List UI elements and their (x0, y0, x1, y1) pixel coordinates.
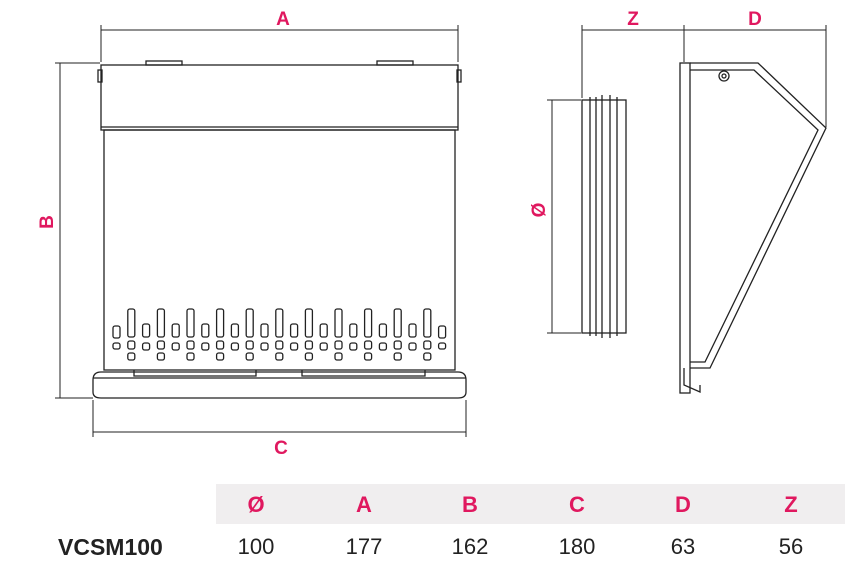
vent-slot (215, 340, 225, 350)
vent-slots (112, 308, 447, 361)
dim-label-z: Z (627, 9, 639, 30)
vent-slot (363, 308, 373, 338)
vent-slot (171, 323, 180, 338)
vent-slot (245, 308, 254, 338)
dim-label-c: C (274, 438, 288, 459)
dim-label-diameter: Ø (529, 203, 550, 218)
vent-slot (393, 340, 402, 350)
vent-slot (378, 323, 388, 338)
vent-slot (393, 352, 402, 361)
vent-slot (304, 352, 314, 361)
vent-slot (112, 342, 121, 350)
vent-slot (349, 342, 358, 351)
vent-slot (127, 340, 136, 350)
side-view (581, 62, 827, 394)
vent-slot (215, 352, 225, 361)
vent-slot (334, 352, 343, 361)
vent-slot (141, 323, 151, 338)
header-z: Z (784, 492, 798, 517)
model-name: VCSM100 (58, 534, 163, 560)
technical-drawing: A B C Z D Ø (37, 9, 827, 459)
vent-slot (378, 342, 388, 351)
vent-slot (289, 342, 299, 351)
grille-body (103, 129, 456, 371)
dim-label-b: B (37, 215, 58, 229)
vent-slot (260, 342, 269, 351)
vent-slot (437, 342, 447, 350)
vent-slot (141, 342, 151, 351)
vent-slot (171, 342, 180, 351)
hood (690, 62, 827, 369)
vent-slot (275, 352, 284, 361)
vent-slot (393, 308, 402, 338)
dimension-lines (55, 25, 827, 437)
header-b: B (462, 492, 478, 517)
value-b: 162 (451, 534, 489, 559)
vent-slot (363, 352, 373, 361)
vent-slot (230, 342, 240, 351)
vent-slot (156, 340, 166, 350)
vent-slot (245, 340, 254, 350)
vent-slot (349, 323, 358, 338)
vent-slot (363, 340, 373, 350)
vent-slot (245, 352, 254, 361)
vent-slot (156, 308, 166, 338)
header-d: D (675, 492, 691, 517)
vent-slot (289, 323, 299, 338)
base-plate (92, 371, 467, 399)
vent-slot (156, 352, 166, 361)
vent-slot (423, 352, 432, 361)
vent-slot (275, 308, 284, 338)
vent-slot (304, 308, 314, 338)
vent-slot (408, 342, 417, 351)
value-z: 56 (778, 534, 804, 559)
vent-slot (186, 308, 195, 338)
value-a: 177 (345, 534, 383, 559)
vent-slot (201, 323, 210, 338)
vent-slot (127, 308, 136, 338)
header-c: C (569, 492, 585, 517)
value-d: 63 (670, 534, 696, 559)
header-diameter: Ø (247, 492, 265, 517)
vent-slot (408, 323, 417, 338)
vent-slot (423, 340, 432, 350)
duct-spigot (581, 99, 627, 334)
vent-slot (127, 352, 136, 361)
vent-slot (334, 308, 343, 338)
vent-slot (186, 352, 195, 361)
value-diameter: 100 (237, 534, 275, 559)
front-view (92, 60, 467, 399)
vent-slot (275, 340, 284, 350)
top-plate (100, 64, 459, 131)
vent-slot (319, 323, 328, 338)
vent-slot (230, 323, 240, 338)
value-c: 180 (558, 534, 596, 559)
vent-slot (334, 340, 343, 350)
vent-slot (304, 340, 314, 350)
vent-slot (260, 323, 269, 338)
vent-slot (112, 325, 121, 339)
vent-slot (437, 325, 447, 339)
vent-slot (201, 342, 210, 351)
vent-slot (215, 308, 225, 338)
vent-slot (186, 340, 195, 350)
dim-label-d: D (748, 9, 762, 30)
table-header-row (216, 484, 845, 524)
vent-slot (319, 342, 328, 351)
header-a: A (356, 492, 372, 517)
vent-slot (423, 308, 432, 338)
flange (679, 62, 691, 394)
dim-label-a: A (276, 9, 290, 30)
